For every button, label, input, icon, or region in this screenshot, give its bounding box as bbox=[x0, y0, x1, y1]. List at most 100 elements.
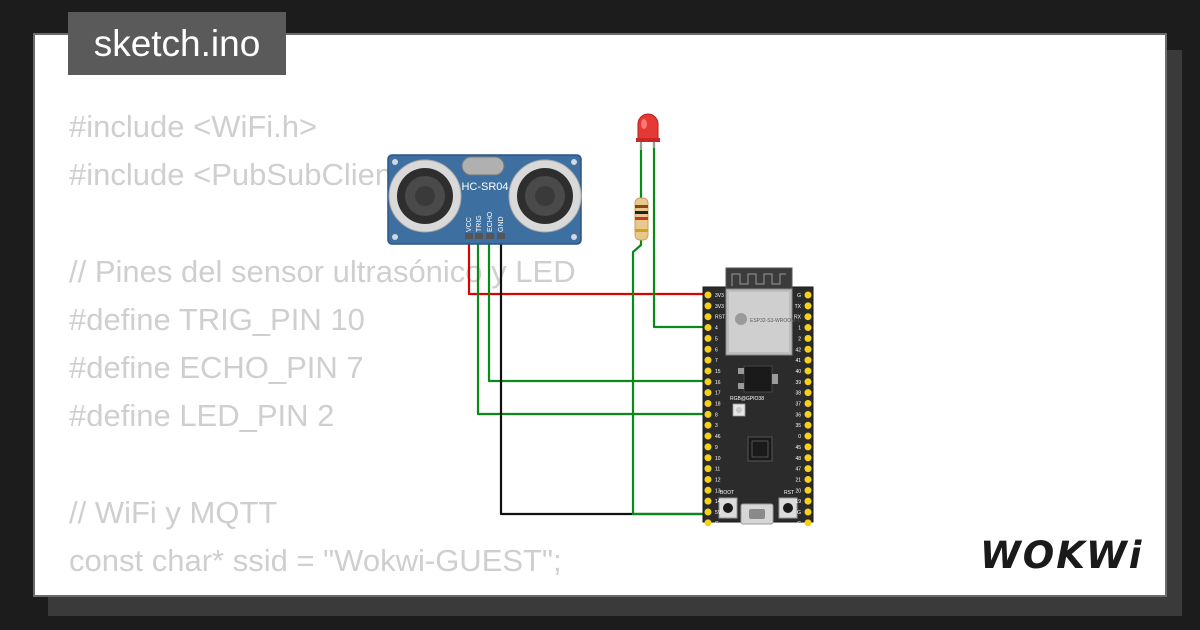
code-line: const char* ssid = "Wokwi-GUEST"; bbox=[69, 542, 562, 578]
left-header-pin[interactable] bbox=[704, 367, 712, 375]
left-header-pin-label: RST bbox=[715, 315, 725, 321]
sensor-transducer-right bbox=[508, 159, 582, 233]
right-header-pin-label: TX bbox=[795, 304, 802, 310]
right-header-pin[interactable] bbox=[804, 465, 812, 473]
left-header-pin[interactable] bbox=[704, 302, 712, 310]
left-header-pin-label: 4 bbox=[715, 326, 718, 332]
right-header-pin-label: 47 bbox=[795, 467, 801, 473]
right-header-pin[interactable] bbox=[804, 497, 812, 505]
right-header-pin[interactable] bbox=[804, 421, 812, 429]
right-header-pin[interactable] bbox=[804, 400, 812, 407]
right-header-pin[interactable] bbox=[804, 443, 812, 451]
right-header-pin-label: 38 bbox=[795, 391, 801, 397]
wire-led-cathode bbox=[631, 143, 712, 516]
code-line: #define TRIG_PIN 10 bbox=[69, 301, 365, 337]
right-header-pin[interactable] bbox=[804, 345, 812, 353]
left-header-pin[interactable] bbox=[704, 508, 712, 516]
left-header-pin[interactable] bbox=[704, 432, 712, 440]
right-header-pin[interactable] bbox=[804, 410, 812, 418]
red-led[interactable] bbox=[636, 113, 660, 150]
right-header-pin[interactable] bbox=[804, 302, 812, 310]
right-header-pin[interactable] bbox=[804, 313, 812, 321]
left-header-pin[interactable] bbox=[704, 421, 712, 429]
left-header-pin[interactable] bbox=[704, 497, 712, 505]
resistor[interactable] bbox=[634, 197, 649, 241]
wokwi-logo: WOKWi bbox=[980, 534, 1141, 577]
left-header-pin-label: 17 bbox=[715, 391, 721, 397]
left-header-pin-label: G bbox=[715, 521, 719, 527]
right-header-pin[interactable] bbox=[804, 378, 812, 386]
left-header-pin-label: 9 bbox=[715, 445, 718, 451]
wire-trig bbox=[476, 236, 712, 416]
wire-echo bbox=[487, 236, 712, 383]
right-header-pin[interactable] bbox=[804, 508, 812, 516]
left-header-pin[interactable] bbox=[704, 378, 712, 386]
left-header-pin[interactable] bbox=[704, 410, 712, 418]
left-header-pin-label: 3V3 bbox=[715, 293, 724, 299]
left-header-pin[interactable] bbox=[704, 389, 712, 397]
left-header-pin[interactable] bbox=[704, 454, 712, 462]
left-header-pin[interactable] bbox=[704, 291, 712, 299]
code-line: #define LED_PIN 2 bbox=[69, 398, 335, 434]
left-header-pin[interactable] bbox=[704, 486, 712, 494]
right-header-pin[interactable] bbox=[804, 367, 812, 375]
left-header-pin[interactable] bbox=[704, 519, 712, 527]
left-header-pin-label: 10 bbox=[715, 456, 721, 462]
sensor-transducer-left bbox=[388, 159, 462, 233]
left-header-pin-label: 3V3 bbox=[715, 304, 724, 310]
ultrasonic-sensor[interactable]: HC-SR04 VCC TRIG ECHO GND bbox=[387, 154, 582, 245]
right-header-pin[interactable] bbox=[804, 324, 812, 332]
code-line: // WiFi y MQTT bbox=[69, 494, 278, 530]
right-header-pin-label: 45 bbox=[795, 445, 801, 451]
right-header-pin[interactable] bbox=[804, 389, 812, 397]
left-header-pin-label: 15 bbox=[715, 369, 721, 375]
right-header-pin[interactable] bbox=[804, 334, 812, 342]
left-header-pin[interactable] bbox=[704, 400, 712, 407]
left-header-pin-label: 7 bbox=[715, 358, 718, 364]
left-header-pin[interactable] bbox=[704, 313, 712, 321]
right-header-pin-label: 36 bbox=[795, 412, 801, 418]
voltage-regulator bbox=[743, 365, 773, 393]
left-header-pin-label: 14 bbox=[715, 499, 721, 505]
right-header-pin[interactable] bbox=[804, 454, 812, 462]
right-header-pin[interactable] bbox=[804, 519, 812, 527]
wires bbox=[467, 143, 712, 516]
left-header-pin[interactable] bbox=[704, 475, 712, 483]
file-tab[interactable]: sketch.ino bbox=[68, 12, 286, 75]
wire-vcc bbox=[467, 236, 712, 296]
left-header-pin-label: 16 bbox=[715, 380, 721, 386]
left-header-pin[interactable] bbox=[704, 443, 712, 451]
sensor-pin-label-vcc: VCC bbox=[466, 217, 473, 232]
code-line: #define ECHO_PIN 7 bbox=[69, 349, 364, 385]
right-header-pin-label: 40 bbox=[795, 369, 801, 375]
left-header-pin[interactable] bbox=[704, 345, 712, 353]
wifi-module: ESP32-S3-WROOM-1 bbox=[725, 267, 800, 356]
right-header-pin-label: 1 bbox=[798, 326, 801, 332]
right-header-pin[interactable] bbox=[804, 432, 812, 440]
boot-button[interactable] bbox=[718, 497, 738, 519]
usb-port[interactable] bbox=[740, 503, 774, 525]
left-header-pin[interactable] bbox=[704, 324, 712, 332]
usb-bridge-chip bbox=[747, 436, 773, 462]
right-header-pin-label: 21 bbox=[795, 477, 801, 483]
left-header-pin[interactable] bbox=[704, 465, 712, 473]
right-header-pin[interactable] bbox=[804, 475, 812, 483]
left-header-pin-label: 18 bbox=[715, 402, 721, 408]
left-header-pin[interactable] bbox=[704, 334, 712, 342]
rst-button[interactable] bbox=[778, 497, 798, 519]
right-header-pin[interactable] bbox=[804, 356, 812, 364]
left-header-pin-label: 6 bbox=[715, 347, 718, 353]
right-header-pin[interactable] bbox=[804, 291, 812, 299]
sensor-pin-label-trig: TRIG bbox=[476, 215, 483, 232]
left-header-pin[interactable] bbox=[704, 356, 712, 364]
wire-gnd bbox=[499, 236, 712, 516]
left-header-pin-label: 5V bbox=[715, 510, 722, 516]
right-header-pin-label: 48 bbox=[795, 456, 801, 462]
code-line: const char* password = ""; bbox=[69, 585, 576, 595]
right-header-pin-label: 20 bbox=[795, 488, 801, 494]
esp32-s3-board[interactable]: ESP32-S3-WROOM-1 RGB@GPIO38 BOOT RST 3V3… bbox=[702, 267, 814, 527]
right-header-pin[interactable] bbox=[804, 486, 812, 494]
right-header-pin-label: G bbox=[797, 510, 801, 516]
left-header-pin-label: 13 bbox=[715, 488, 721, 494]
boot-button-label: BOOT bbox=[720, 490, 734, 496]
